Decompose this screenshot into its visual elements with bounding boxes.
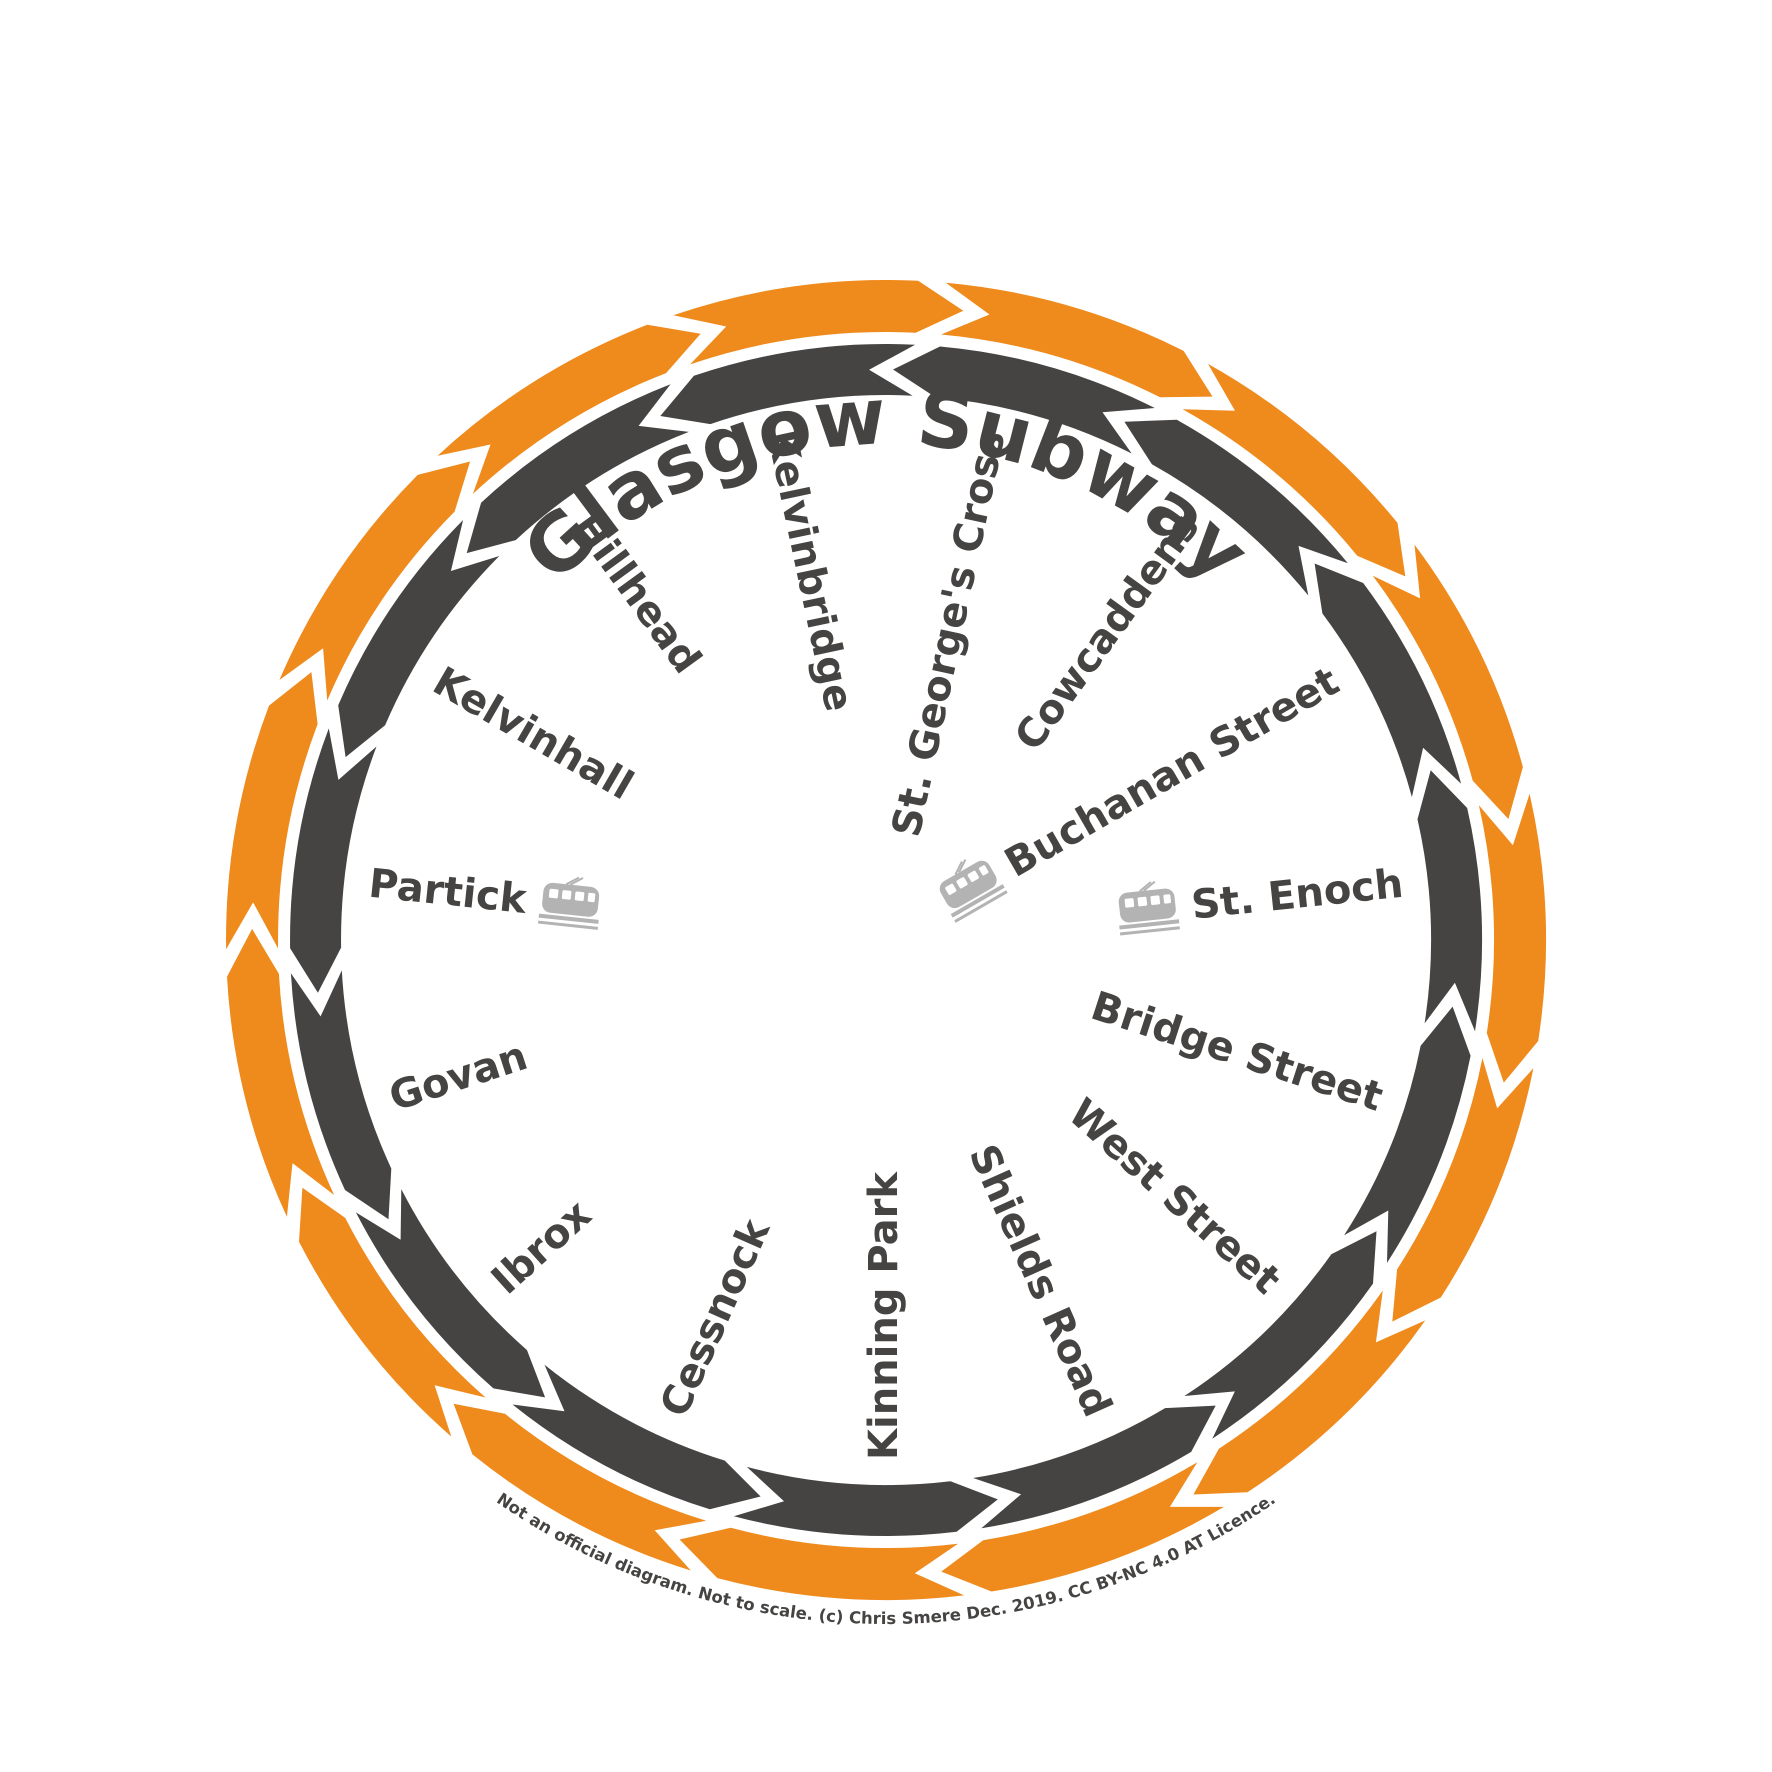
interchange-icons <box>537 859 1180 936</box>
station-label: Cessnock <box>652 1211 780 1423</box>
outer-circle-arrow-segment <box>679 1527 965 1601</box>
inner-circle-arrow-segment <box>660 343 916 425</box>
outer-circle-arrow-segment <box>1372 544 1523 819</box>
outer-circle-arrow-segment <box>1478 793 1546 1083</box>
inner-circle-arrow-segment <box>290 728 377 993</box>
station-label: Shields Road <box>960 1138 1121 1424</box>
inner-circle-arrow-segment <box>1314 563 1462 798</box>
inner-circle-arrow-segment <box>1344 1006 1471 1263</box>
outer-circle-arrow-segment <box>299 1187 486 1437</box>
inner-circle-line <box>290 343 1483 1536</box>
station-label: Kelvinhall <box>425 658 641 809</box>
outer-circle-arrow-segment <box>941 282 1213 398</box>
station-label: West Street <box>1059 1090 1289 1303</box>
outer-circle-arrow-segment <box>453 1403 707 1571</box>
inner-circle-arrow-segment <box>512 1364 761 1510</box>
outer-circle-arrow-segment <box>227 928 335 1217</box>
train-icon <box>537 876 600 930</box>
outer-circle-arrow-segment <box>226 672 318 950</box>
station-label: Ibrox <box>483 1191 601 1303</box>
inner-circle-arrow-segment <box>973 1405 1216 1529</box>
outer-circle-arrow-segment <box>673 280 964 365</box>
station-label: Cowcaddens <box>1006 505 1208 760</box>
train-icon <box>939 859 1008 923</box>
station-label: St. George's Cross <box>884 426 1015 841</box>
outer-circle-arrow-segment <box>941 1462 1224 1592</box>
inner-circle-arrow-segment <box>466 384 689 554</box>
outer-circle-line <box>226 280 1546 1601</box>
station-label: St. Enoch <box>1189 861 1405 929</box>
inner-circle-arrow-segment <box>893 346 1155 454</box>
inner-circle-arrow-segment <box>733 1466 998 1536</box>
train-icon <box>1118 880 1180 936</box>
outer-circle-arrow-segment <box>1182 363 1406 577</box>
outer-circle-arrow-segment <box>1392 1058 1534 1322</box>
station-label: Kelvinbridge <box>757 426 861 715</box>
inner-circle-arrow-segment <box>355 1189 546 1398</box>
station-label: Bridge Street <box>1086 983 1389 1120</box>
inner-circle-arrow-segment <box>1184 1231 1377 1439</box>
outer-circle-arrow-segment <box>279 461 471 701</box>
inner-circle-arrow-segment <box>338 520 500 758</box>
outer-circle-arrow-segment <box>1193 1290 1426 1495</box>
outer-circle-arrow-segment <box>437 324 701 494</box>
station-label: Govan <box>384 1033 533 1121</box>
inner-circle-arrow-segment <box>290 970 392 1220</box>
station-label: Partick <box>367 861 530 923</box>
inner-circle-arrow-segment <box>1124 419 1348 596</box>
station-label: Kinning Park <box>861 1171 907 1460</box>
inner-circle-arrow-segment <box>1417 770 1483 1032</box>
